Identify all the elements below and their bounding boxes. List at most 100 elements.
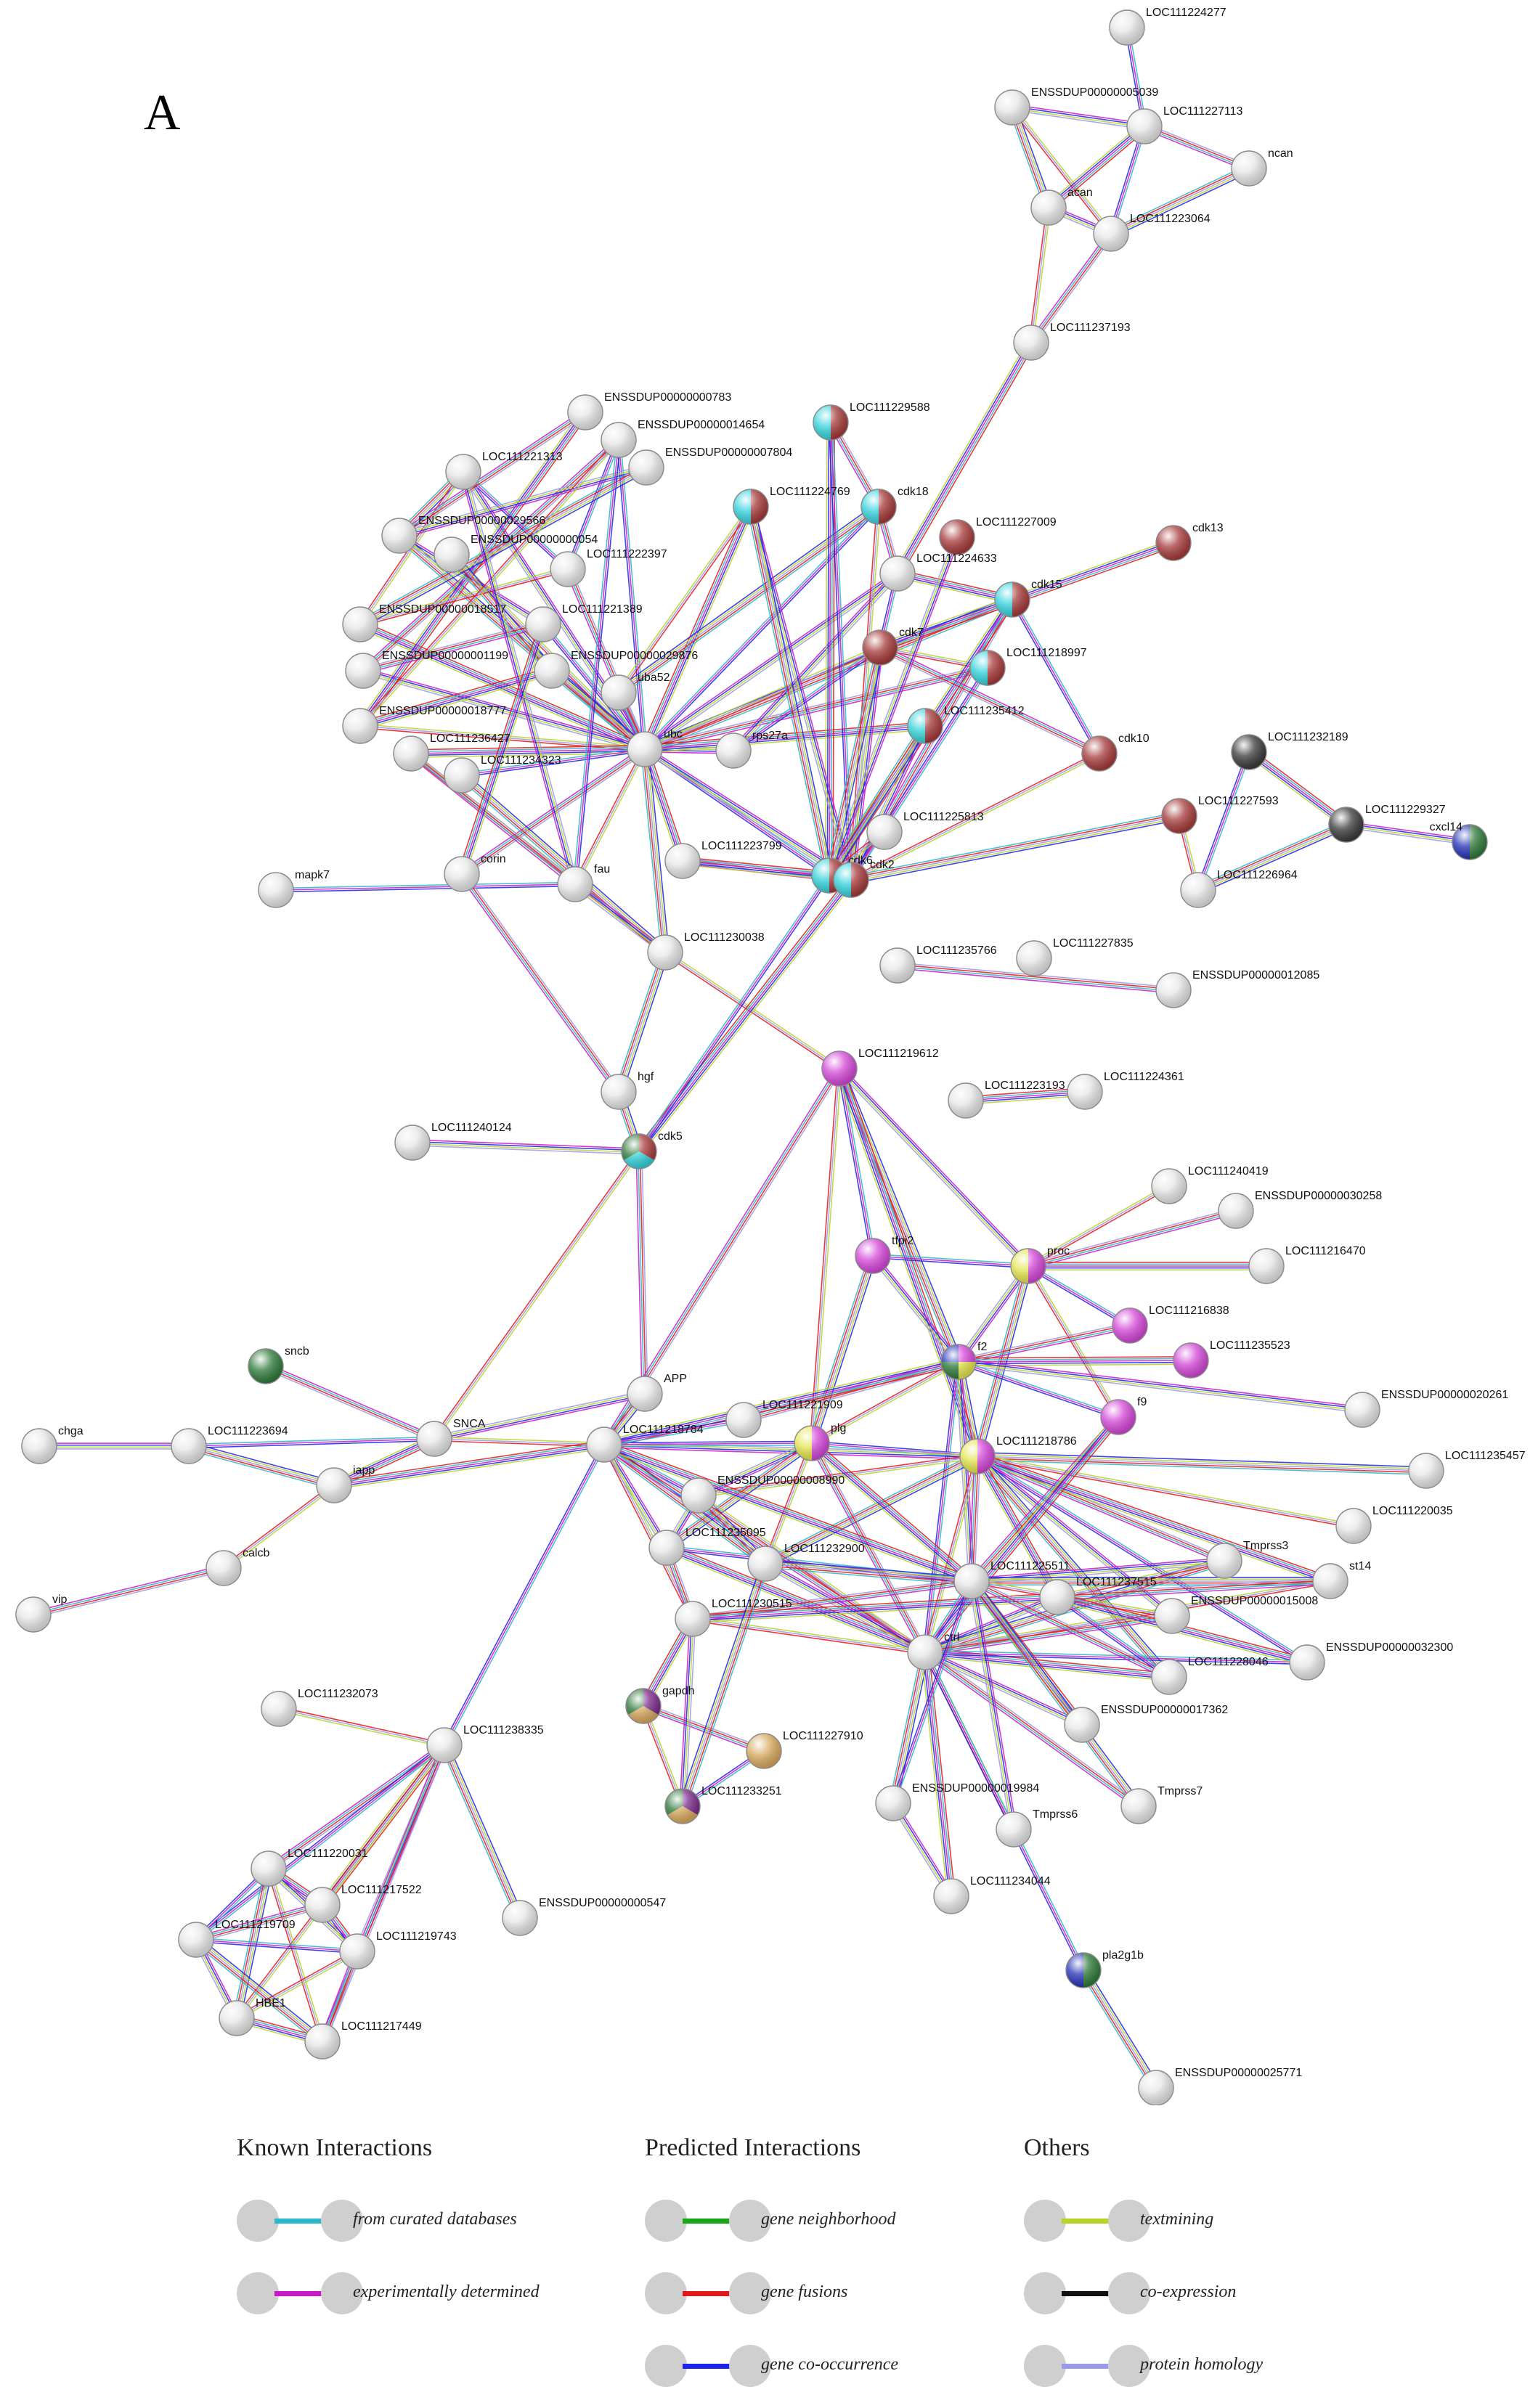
node-fau[interactable]: fau [557, 863, 610, 902]
node-LOC111233251[interactable]: LOC111233251 [664, 1785, 782, 1824]
node-ENSSDUP00000015008[interactable]: ENSSDUP00000015008 [1154, 1595, 1318, 1634]
node-LOC111227009[interactable]: LOC111227009 [939, 516, 1057, 555]
node-cxcl14[interactable]: cxcl14 [1430, 821, 1488, 860]
node-LOC111220031[interactable]: LOC111220031 [251, 1848, 368, 1887]
node-ENSSDUP00000000547[interactable]: ENSSDUP00000000547 [502, 1897, 666, 1936]
node-LOC111224769[interactable]: LOC111224769 [733, 486, 850, 525]
node-proc[interactable]: proc [1010, 1245, 1070, 1284]
node-LOC111240124[interactable]: LOC111240124 [394, 1122, 512, 1161]
node-Tmprss3[interactable]: Tmprss3 [1206, 1540, 1288, 1579]
node-rps27a[interactable]: rps27a [715, 730, 788, 769]
node-cdk7[interactable]: cdk7 [862, 627, 924, 666]
node-ENSSDUP00000000783[interactable]: ENSSDUP00000000783 [567, 391, 731, 430]
node-LOC111224361[interactable]: LOC111224361 [1067, 1071, 1184, 1110]
node-f9[interactable]: f9 [1100, 1396, 1147, 1435]
node-ncan[interactable]: ncan [1231, 147, 1293, 187]
node-ENSSDUP00000025771[interactable]: ENSSDUP00000025771 [1138, 2067, 1302, 2105]
node-LOC111217449[interactable]: LOC111217449 [304, 2020, 422, 2060]
node-LOC111229588[interactable]: LOC111229588 [813, 401, 930, 441]
node-ENSSDUP00000005039[interactable]: ENSSDUP00000005039 [994, 86, 1158, 126]
node-pla2g1b[interactable]: pla2g1b [1065, 1949, 1144, 1988]
node-LOC111235457[interactable]: LOC111235457 [1408, 1450, 1526, 1489]
node-LOC111235766[interactable]: LOC111235766 [879, 944, 997, 984]
node-LOC111236427[interactable]: LOC111236427 [393, 732, 510, 772]
node-LOC111219743[interactable]: LOC111219743 [339, 1930, 457, 1970]
node-ENSSDUP00000017362[interactable]: ENSSDUP00000017362 [1064, 1704, 1228, 1743]
node-LOC111232189[interactable]: LOC111232189 [1231, 731, 1348, 770]
node-LOC111227910[interactable]: LOC111227910 [746, 1730, 863, 1769]
node-ENSSDUP00000012085[interactable]: ENSSDUP00000012085 [1155, 969, 1319, 1008]
node-LOC111229327[interactable]: LOC111229327 [1328, 804, 1446, 843]
node-LOC111240419[interactable]: LOC111240419 [1151, 1165, 1269, 1204]
node-ENSSDUP00000032300[interactable]: ENSSDUP00000032300 [1289, 1641, 1453, 1681]
node-LOC111234323[interactable]: LOC111234323 [444, 754, 561, 793]
node-tfpi2[interactable]: tfpi2 [855, 1235, 914, 1274]
node-LOC111232073[interactable]: LOC111232073 [261, 1688, 378, 1727]
node-SNCA[interactable]: SNCA [416, 1418, 486, 1457]
node-LOC111223694[interactable]: LOC111223694 [171, 1425, 288, 1464]
node-LOC111235095[interactable]: LOC111235095 [648, 1527, 766, 1566]
node-LOC111227835[interactable]: LOC111227835 [1016, 937, 1134, 976]
node-LOC111226964[interactable]: LOC111226964 [1180, 869, 1298, 908]
node-LOC111221389[interactable]: LOC111221389 [525, 603, 643, 642]
node-corin[interactable]: corin [444, 853, 506, 892]
node-ENSSDUP00000020261[interactable]: ENSSDUP00000020261 [1344, 1389, 1508, 1428]
node-Tmprss6[interactable]: Tmprss6 [996, 1808, 1078, 1848]
node-LOC111218784[interactable]: LOC111218784 [586, 1424, 704, 1463]
node-LOC111223193[interactable]: LOC111223193 [948, 1079, 1065, 1119]
node-calcb[interactable]: calcb [206, 1547, 269, 1586]
node-LOC111224277[interactable]: LOC111224277 [1109, 7, 1226, 46]
node-LOC111223799[interactable]: LOC111223799 [664, 840, 782, 879]
node-LOC111234044[interactable]: LOC111234044 [933, 1875, 1051, 1914]
node-uba52[interactable]: uba52 [601, 672, 670, 711]
node-ENSSDUP00000019984[interactable]: ENSSDUP00000019984 [875, 1782, 1039, 1821]
node-mapk7[interactable]: mapk7 [258, 869, 330, 908]
node-LOC111221909[interactable]: LOC111221909 [725, 1399, 843, 1438]
node-ENSSDUP00000000054[interactable]: ENSSDUP00000000054 [434, 534, 598, 573]
node-cdk10[interactable]: cdk10 [1081, 732, 1150, 772]
node-acan[interactable]: acan [1030, 187, 1093, 226]
node-cdk5[interactable]: cdk5 [621, 1130, 683, 1170]
node-LOC111227113[interactable]: LOC111227113 [1126, 105, 1243, 144]
node-LOC111235523[interactable]: LOC111235523 [1173, 1339, 1290, 1379]
node-LOC111218997[interactable]: LOC111218997 [969, 647, 1087, 686]
node-ENSSDUP00000018517[interactable]: ENSSDUP00000018517 [342, 603, 506, 642]
node-iapp[interactable]: iapp [316, 1464, 375, 1503]
node-LOC111237515[interactable]: LOC111237515 [1039, 1576, 1157, 1615]
node-LOC111238335[interactable]: LOC111238335 [426, 1724, 544, 1763]
node-LOC111230515[interactable]: LOC111230515 [675, 1598, 792, 1637]
node-ENSSDUP00000001199[interactable]: ENSSDUP00000001199 [345, 650, 508, 689]
node-Tmprss7[interactable]: Tmprss7 [1120, 1785, 1203, 1824]
node-APP[interactable]: APP [627, 1373, 687, 1412]
node-hgf[interactable]: hgf [601, 1071, 654, 1110]
node-LOC111227593[interactable]: LOC111227593 [1161, 795, 1279, 834]
node-LOC111217522[interactable]: LOC111217522 [304, 1884, 422, 1923]
node-ENSSDUP00000029566[interactable]: ENSSDUP00000029566 [381, 515, 545, 554]
node-LOC111225511[interactable]: LOC111225511 [953, 1560, 1070, 1599]
node-ENSSDUP00000007804[interactable]: ENSSDUP00000007804 [628, 446, 792, 486]
node-ENSSDUP00000014654[interactable]: ENSSDUP00000014654 [601, 419, 765, 458]
node-HBE1[interactable]: HBE1 [219, 1997, 286, 2036]
node-LOC111224633[interactable]: LOC111224633 [879, 552, 997, 592]
node-ENSSDUP00000029876[interactable]: ENSSDUP00000029876 [534, 650, 698, 689]
node-st14[interactable]: st14 [1312, 1560, 1371, 1599]
node-LOC111220035[interactable]: LOC111220035 [1335, 1505, 1453, 1544]
node-LOC111219709[interactable]: LOC111219709 [178, 1919, 296, 1958]
node-f2[interactable]: f2 [940, 1341, 987, 1380]
node-plg[interactable]: plg [794, 1422, 846, 1461]
node-ubc[interactable]: ubc [627, 728, 683, 767]
node-LOC111228046[interactable]: LOC111228046 [1151, 1656, 1269, 1695]
node-LOC111219612[interactable]: LOC111219612 [821, 1048, 939, 1087]
node-LOC111216470[interactable]: LOC111216470 [1248, 1245, 1366, 1284]
node-LOC111218786[interactable]: LOC111218786 [959, 1435, 1077, 1474]
node-sncb[interactable]: sncb [248, 1345, 309, 1384]
node-chga[interactable]: chga [21, 1425, 84, 1464]
node-LOC111232900[interactable]: LOC111232900 [747, 1543, 865, 1582]
node-ctrl[interactable]: ctrl [907, 1631, 959, 1670]
node-LOC111223064[interactable]: LOC111223064 [1093, 213, 1211, 252]
node-LOC111216838[interactable]: LOC111216838 [1112, 1305, 1229, 1344]
node-cdk13[interactable]: cdk13 [1155, 522, 1224, 561]
node-LOC111235412[interactable]: LOC111235412 [907, 705, 1025, 744]
node-LOC111221313[interactable]: LOC111221313 [445, 451, 563, 490]
node-cdk18[interactable]: cdk18 [860, 486, 929, 525]
